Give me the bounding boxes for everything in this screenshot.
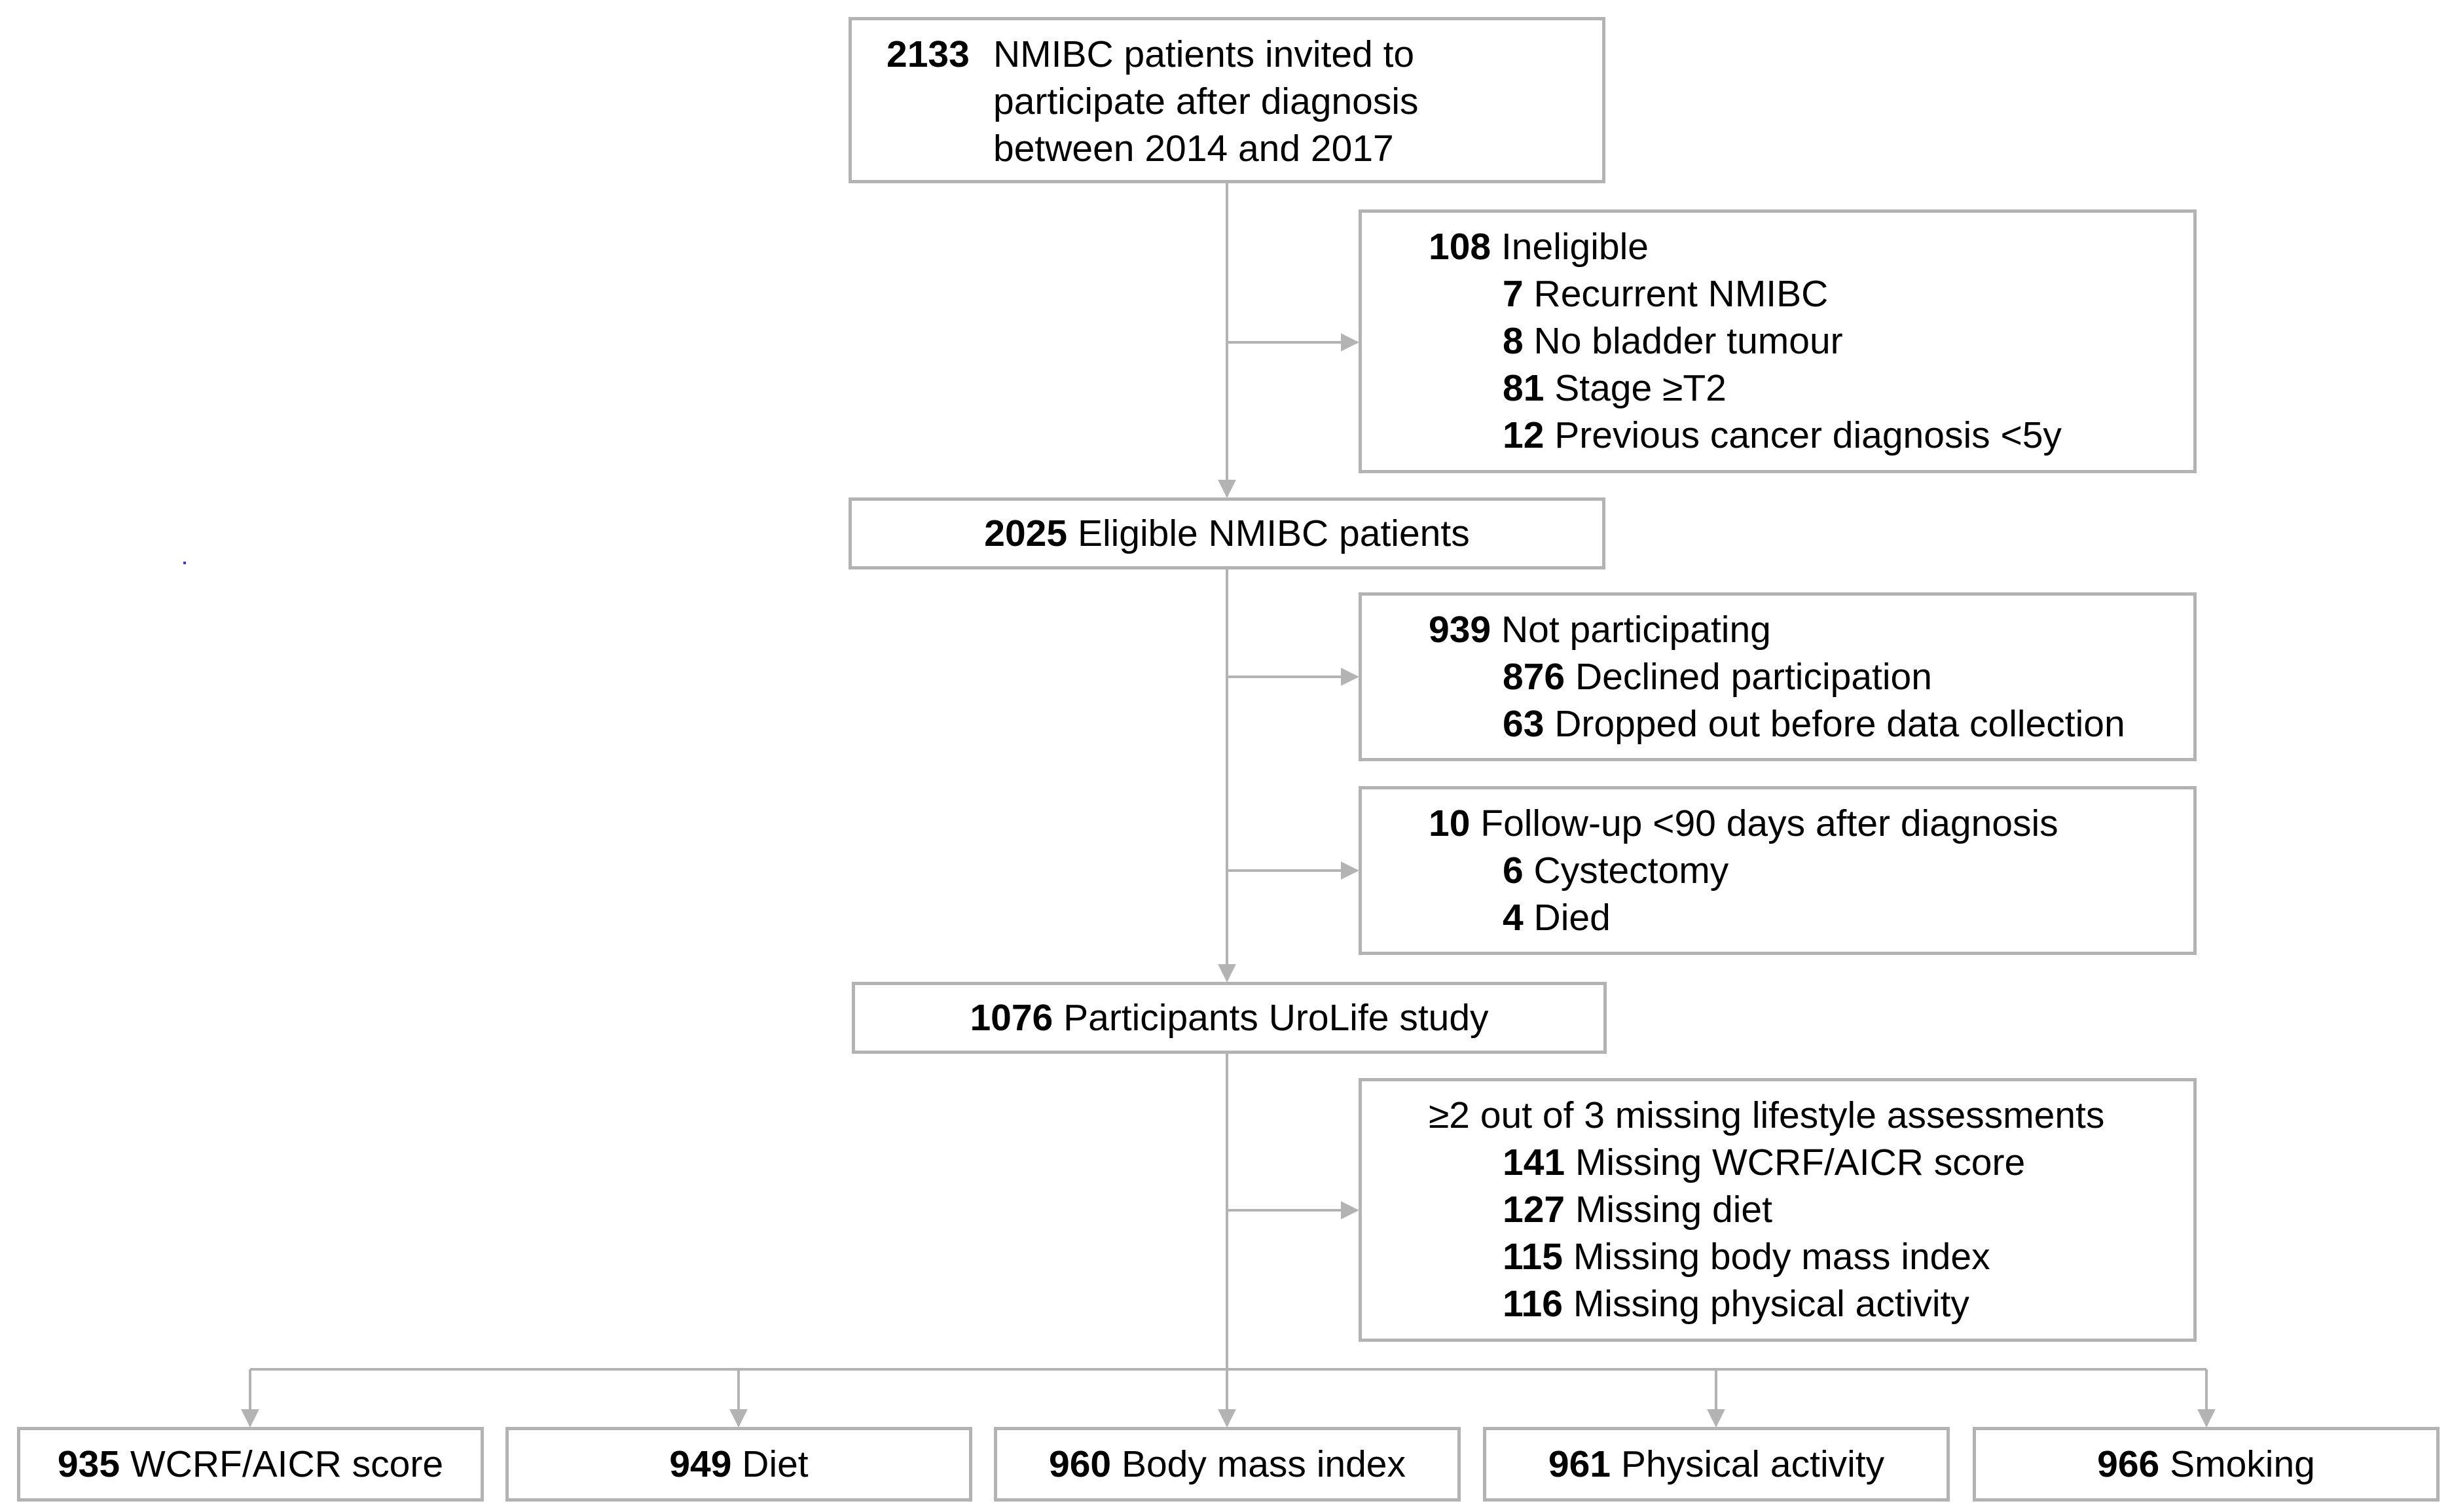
followup-item: 4 Died [1429, 894, 2193, 941]
missing-item-label: Missing physical activity [1573, 1283, 1969, 1325]
followup-item-label: Cystectomy [1533, 850, 1729, 891]
outcome-box-bmi: 960 Body mass index [994, 1427, 1461, 1502]
missing-lifestyle-box: ≥2 out of 3 missing lifestyle assessment… [1359, 1078, 2197, 1342]
outcome-label: Body mass index [1121, 1443, 1406, 1485]
not-participating-item: 63 Dropped out before data collection [1429, 700, 2193, 747]
missing-header: ≥2 out of 3 missing lifestyle assessment… [1429, 1094, 2105, 1136]
not-participating-item-label: Declined participation [1575, 656, 1932, 698]
ineligible-item-count: 7 [1503, 273, 1524, 315]
ineligible-item-label: Stage ≥T2 [1554, 367, 1727, 409]
missing-item-label: Missing body mass index [1573, 1236, 1990, 1278]
ineligible-label: Ineligible [1501, 226, 1649, 268]
followup-count: 10 [1429, 802, 1471, 844]
outcome-label: Smoking [2170, 1443, 2315, 1485]
outcome-count: 960 [1049, 1443, 1112, 1485]
ineligible-item-label: No bladder tumour [1533, 320, 1843, 362]
outcome-box-diet: 949 Diet [505, 1427, 972, 1502]
participants-box: 1076 Participants UroLife study [852, 982, 1607, 1054]
stray-dot [183, 562, 186, 564]
outcome-label: Diet [742, 1443, 809, 1485]
missing-item-count: 127 [1503, 1189, 1565, 1231]
invited-text: NMIBC patients invited to participate af… [993, 31, 1419, 172]
outcome-count: 949 [669, 1443, 732, 1485]
missing-item: 116 Missing physical activity [1429, 1280, 2193, 1327]
invited-line-1: NMIBC patients invited to [993, 33, 1415, 75]
followup-box: 10 Follow-up <90 days after diagnosis 6 … [1359, 786, 2197, 955]
ineligible-item-label: Recurrent NMIBC [1533, 273, 1829, 315]
invited-count: 2133 [887, 33, 970, 75]
not-participating-header: 939 Not participating [1429, 606, 2193, 653]
outcome-box-physical-activity: 961 Physical activity [1483, 1427, 1950, 1502]
outcome-label: WCRF/AICR score [130, 1443, 444, 1485]
outcome-count: 935 [57, 1443, 120, 1485]
missing-item-label: Missing diet [1575, 1189, 1772, 1231]
followup-item-label: Died [1533, 897, 1611, 939]
ineligible-item-count: 81 [1503, 367, 1545, 409]
missing-item-count: 116 [1503, 1283, 1563, 1325]
missing-item: 115 Missing body mass index [1429, 1233, 2193, 1280]
missing-item-count: 115 [1503, 1236, 1563, 1278]
not-participating-label: Not participating [1501, 609, 1771, 651]
ineligible-item-count: 8 [1503, 320, 1524, 362]
eligible-count: 2025 [984, 513, 1068, 554]
ineligible-item: 8 No bladder tumour [1429, 317, 2193, 365]
missing-item-count: 141 [1503, 1142, 1565, 1183]
not-participating-box: 939 Not participating 876 Declined parti… [1359, 592, 2197, 761]
invited-line-2: participate after diagnosis [993, 81, 1419, 122]
invited-box: 2133 NMIBC patients invited to participa… [849, 17, 1605, 183]
ineligible-count: 108 [1429, 226, 1491, 268]
not-participating-item-label: Dropped out before data collection [1554, 703, 2125, 745]
ineligible-item-label: Previous cancer diagnosis <5y [1554, 414, 2062, 456]
outcome-count: 966 [2097, 1443, 2160, 1485]
participants-label: Participants UroLife study [1063, 997, 1489, 1039]
outcome-label: Physical activity [1620, 1443, 1885, 1485]
eligible-box: 2025 Eligible NMIBC patients [849, 497, 1605, 569]
outcome-box-wcrf: 935 WCRF/AICR score [17, 1427, 484, 1502]
followup-label: Follow-up <90 days after diagnosis [1480, 802, 2058, 844]
missing-item: 141 Missing WCRF/AICR score [1429, 1139, 2193, 1186]
participants-count: 1076 [970, 997, 1053, 1039]
not-participating-item-count: 63 [1503, 703, 1545, 745]
invited-line-3: between 2014 and 2017 [993, 128, 1394, 170]
ineligible-header: 108 Ineligible [1429, 223, 2193, 270]
missing-item: 127 Missing diet [1429, 1186, 2193, 1233]
outcome-box-smoking: 966 Smoking [1973, 1427, 2440, 1502]
ineligible-item: 12 Previous cancer diagnosis <5y [1429, 412, 2193, 459]
followup-item-count: 6 [1503, 850, 1524, 891]
outcome-count: 961 [1548, 1443, 1611, 1485]
ineligible-item: 7 Recurrent NMIBC [1429, 270, 2193, 317]
not-participating-count: 939 [1429, 609, 1491, 651]
eligible-label: Eligible NMIBC patients [1077, 513, 1470, 554]
ineligible-box: 108 Ineligible 7 Recurrent NMIBC 8 No bl… [1359, 209, 2197, 473]
followup-header: 10 Follow-up <90 days after diagnosis [1429, 800, 2193, 847]
not-participating-item: 876 Declined participation [1429, 653, 2193, 700]
not-participating-item-count: 876 [1503, 656, 1565, 698]
ineligible-item: 81 Stage ≥T2 [1429, 365, 2193, 412]
ineligible-item-count: 12 [1503, 414, 1545, 456]
followup-item: 6 Cystectomy [1429, 847, 2193, 894]
missing-item-label: Missing WCRF/AICR score [1575, 1142, 2026, 1183]
followup-item-count: 4 [1503, 897, 1524, 939]
